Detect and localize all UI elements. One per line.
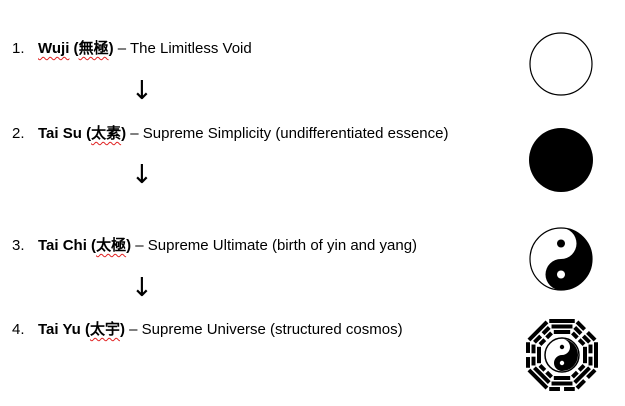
item-number: 3. <box>12 237 25 254</box>
trigram-bar <box>527 320 549 342</box>
trigram-bar <box>549 319 575 323</box>
stage-desc: – The Limitless Void <box>117 40 252 57</box>
trigram-bar <box>538 364 547 372</box>
trigram-bar <box>545 370 553 379</box>
trigram-bar <box>581 334 591 344</box>
stage-wuji: 1. Wuji (無極) – The Limitless Void <box>12 37 252 58</box>
trigram-bar <box>564 387 575 391</box>
stage-desc: – Supreme Simplicity (undifferentiated e… <box>130 125 449 142</box>
item-number: 1. <box>12 40 25 57</box>
trigram-bar <box>531 344 536 354</box>
trigram <box>583 342 598 368</box>
trigram-bar <box>573 326 583 336</box>
down-arrow-icon: ↓ <box>131 76 153 106</box>
trigram-bar <box>575 379 587 390</box>
trigram-bar <box>549 387 560 391</box>
trigram-bar <box>577 364 586 372</box>
stage-desc: – Supreme Universe (structured cosmos) <box>129 321 403 338</box>
trigram <box>527 364 553 390</box>
trigram-bar <box>551 381 573 386</box>
down-arrow-icon: ↓ <box>131 273 153 303</box>
item-number: 2. <box>12 125 25 142</box>
trigram-bar <box>527 368 549 390</box>
stage-tai-yu: 4. Tai Yu (太宇) – Supreme Universe (struct… <box>12 318 403 339</box>
trigram-bar <box>573 366 591 384</box>
trigram-bar <box>594 342 598 368</box>
stage-name: Wuji (無極) <box>38 40 114 57</box>
trigram <box>549 376 575 391</box>
trigram-bar <box>526 342 530 353</box>
trigram-bar <box>588 356 593 366</box>
trigram-bar <box>538 338 547 346</box>
trigram <box>526 342 541 368</box>
trigram-bar <box>553 330 571 334</box>
trigram <box>571 364 597 390</box>
trigram <box>571 320 597 346</box>
stage-name: Tai Su (太素) <box>38 125 127 142</box>
trigram-bar <box>541 326 551 336</box>
trigram <box>527 320 553 346</box>
trigram-bar <box>545 331 553 340</box>
trigram-bar <box>575 320 587 331</box>
down-arrow-icon: ↓ <box>131 160 153 190</box>
stage-tai-chi: 3. Tai Chi (太極) – Supreme Ultimate (birth… <box>12 234 417 255</box>
trigram-bar <box>533 334 543 344</box>
trigram-bar <box>553 376 571 380</box>
trigram-bar <box>526 357 530 368</box>
filled-circle-icon <box>529 128 593 192</box>
trigram-bar <box>571 331 579 340</box>
stage-name: Tai Chi (太極) <box>38 237 132 254</box>
trigram-bar <box>537 346 541 364</box>
trigram-bar <box>588 344 593 354</box>
stage-name: Tai Yu (太宇) <box>38 321 125 338</box>
trigram-bar <box>551 324 573 329</box>
trigram-bar <box>583 346 587 364</box>
stage-tai-su: 2. Tai Su (太素) – Supreme Simplicity (undi… <box>12 122 448 143</box>
stage-desc: – Supreme Ultimate (birth of yin and yan… <box>135 237 418 254</box>
trigram-bar <box>586 368 597 380</box>
item-number: 4. <box>12 321 25 338</box>
trigram-bar <box>586 330 597 342</box>
empty-circle-icon <box>529 32 593 96</box>
trigram-bar <box>571 370 579 379</box>
trigram-bar <box>533 366 551 384</box>
bagua-icon <box>526 319 598 391</box>
trigram-bar <box>577 338 586 346</box>
yin-yang-icon <box>529 227 593 291</box>
trigram-bar <box>531 356 536 366</box>
trigram <box>549 319 575 334</box>
